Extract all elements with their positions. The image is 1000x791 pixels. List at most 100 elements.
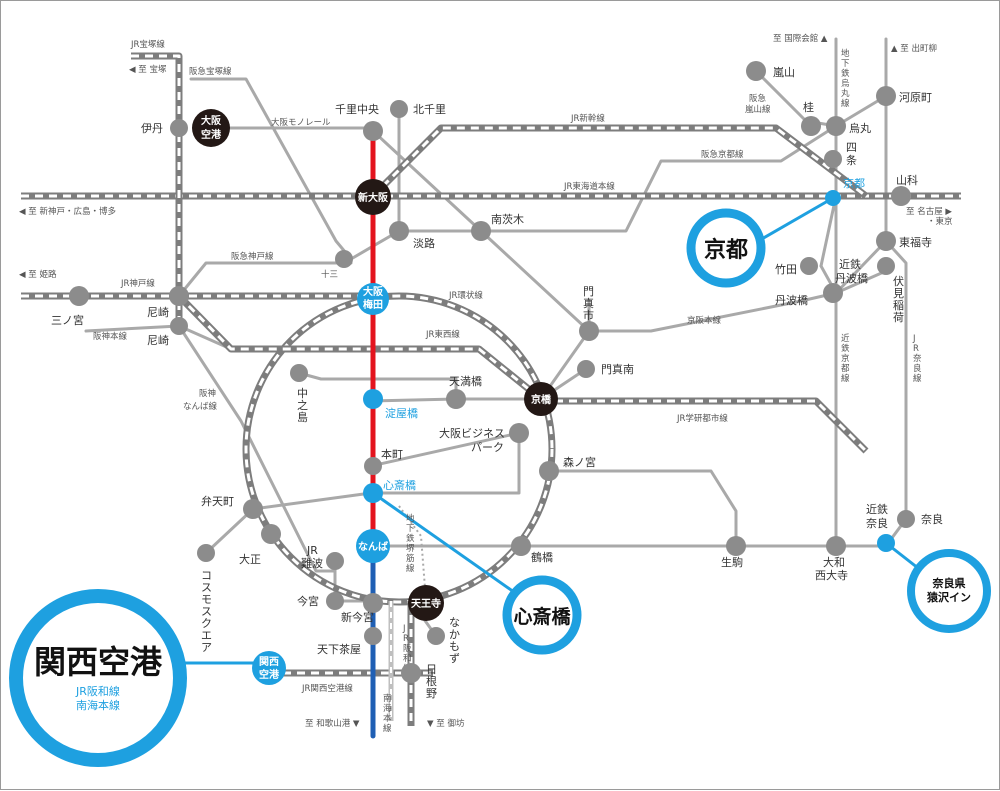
station-morinomiya[interactable] xyxy=(539,461,559,481)
label-jn-3: 奈 xyxy=(913,353,922,364)
station-takeda[interactable] xyxy=(800,257,818,275)
label-kyobashi: 京橋 xyxy=(531,393,552,406)
station-nakanoshima[interactable] xyxy=(290,364,308,382)
jr-tozai-dash xyxy=(177,294,542,401)
station-minami-ibaraki[interactable] xyxy=(471,221,491,241)
label-higashifukuji: 東福寺 xyxy=(899,235,932,249)
station-kadoma[interactable] xyxy=(579,321,599,341)
station-kyobashi[interactable] xyxy=(524,382,558,416)
station-ikoma[interactable] xyxy=(726,536,746,556)
label-kk-1: 近 xyxy=(841,333,850,344)
station-kita-senri[interactable] xyxy=(390,100,408,118)
station-cosmosquare[interactable] xyxy=(197,544,215,562)
hub-shinsaibashi-label: 心斎橋 xyxy=(513,605,571,628)
station-itami[interactable] xyxy=(170,119,188,137)
station-nakamozu[interactable] xyxy=(427,627,445,645)
station-kadoma-minami[interactable] xyxy=(577,360,595,378)
label-sk-4: 堺 xyxy=(406,543,415,554)
label-jr-kobe: JR神戸線 xyxy=(120,278,155,289)
label-honmachi: 本町 xyxy=(381,447,403,461)
station-osaka-airport[interactable] xyxy=(192,109,230,147)
label-morinomiya: 森ノ宮 xyxy=(563,455,596,469)
hankyu-takarazuka-line xyxy=(189,77,353,261)
label-shin-osaka: 新大阪 xyxy=(358,191,389,204)
station-senri-chuo[interactable] xyxy=(363,121,383,141)
station-awaji[interactable] xyxy=(389,221,409,241)
station-higashifukuji[interactable] xyxy=(876,231,896,251)
station-katsura[interactable] xyxy=(801,116,821,136)
station-taisho[interactable] xyxy=(261,524,281,544)
label-jn-5: 線 xyxy=(913,373,922,384)
label-arashiyama: 嵐山 xyxy=(773,66,795,79)
direction-himeji: ◀ 至 姫路 xyxy=(19,269,57,280)
station-yamashina[interactable] xyxy=(891,186,911,206)
label-fushimi-inari-vertical: 伏 見 稲 荷 xyxy=(893,274,904,324)
label-shin-imamiya: 新今宮 xyxy=(341,610,374,624)
label-karasuma-1: 地 xyxy=(841,48,850,59)
hub-shinsaibashi[interactable]: 心斎橋 xyxy=(502,575,582,655)
station-shijo[interactable] xyxy=(824,150,842,168)
station-tsuruhashi[interactable] xyxy=(511,536,531,556)
label-jr-tozai: JR東西線 xyxy=(425,329,460,340)
station-yodoyabashi[interactable] xyxy=(363,389,383,409)
hub-nara[interactable]: 奈良県 猿沢イン xyxy=(907,549,991,633)
label-kita-senri: 北千里 xyxy=(413,103,446,116)
label-obp-1: 大阪ビジネス xyxy=(439,426,505,440)
label-shinsaibashi: 心斎橋 xyxy=(383,478,416,492)
station-kyoto[interactable] xyxy=(825,190,841,206)
station-shin-osaka[interactable] xyxy=(355,179,391,215)
label-senri-chuo: 千里中央 xyxy=(335,103,379,116)
station-karasuma[interactable] xyxy=(826,116,846,136)
station-imamiya[interactable] xyxy=(326,592,344,610)
station-kansai-airport-small[interactable] xyxy=(252,651,286,685)
label-tsuruhashi: 鶴橋 xyxy=(531,550,553,564)
label-osaka-monorail: 大阪モノレール xyxy=(271,117,331,128)
label-jr-namba-1: JR xyxy=(306,544,318,557)
label-sk-1: 地 xyxy=(406,513,415,524)
station-arashiyama[interactable] xyxy=(746,61,766,81)
label-fi-1: 伏 xyxy=(893,274,904,288)
station-amagasaki-hanshin[interactable] xyxy=(170,317,188,335)
station-yamato-saidaiji[interactable] xyxy=(826,536,846,556)
station-shinsaibashi[interactable] xyxy=(363,483,383,503)
label-hanshin-namba-1: 阪神 xyxy=(199,388,216,399)
station-kintetsu-nara[interactable] xyxy=(877,534,895,552)
label-karasuma-4: 烏 xyxy=(841,78,850,89)
station-namba[interactable] xyxy=(356,529,390,563)
label-osaka-airport-1: 大阪 xyxy=(201,114,222,127)
jr-takarazuka-dash xyxy=(131,54,181,326)
station-tennoji[interactable] xyxy=(408,585,444,621)
hub-kansai[interactable]: 関西空港 JR阪和線 南海本線 xyxy=(9,589,187,767)
label-kintetsu-tambabashi-2: 丹波橋 xyxy=(835,271,868,285)
label-kadoma-3: 市 xyxy=(583,308,594,322)
station-shin-imamiya[interactable] xyxy=(363,593,383,613)
label-bentencho: 弁天町 xyxy=(201,494,234,508)
hub-shinsaibashi-ring xyxy=(502,575,582,655)
label-fi-2: 見 xyxy=(893,287,904,300)
station-jr-namba[interactable] xyxy=(326,552,344,570)
station-sannomiya[interactable] xyxy=(69,286,89,306)
station-amagasaki-jr[interactable] xyxy=(169,286,189,306)
station-kintetsu-tambabashi[interactable] xyxy=(877,257,895,275)
station-tengachaya[interactable] xyxy=(364,627,382,645)
station-bentencho[interactable] xyxy=(243,499,263,519)
hub-kyoto-ring xyxy=(686,208,766,288)
label-karasuma-2: 下 xyxy=(841,59,850,69)
station-obp[interactable] xyxy=(509,423,529,443)
station-umeda[interactable] xyxy=(357,283,389,315)
station-juso[interactable] xyxy=(335,250,353,268)
jr-loop-dash xyxy=(244,294,554,604)
label-sakaisuji-vertical: 地 下 鉄 堺 筋 線 xyxy=(406,513,415,574)
jr-lines xyxy=(21,52,961,726)
label-yamashina: 山科 xyxy=(896,173,918,187)
station-hine[interactable] xyxy=(401,663,421,683)
label-awaji: 淡路 xyxy=(413,237,435,250)
station-honmachi[interactable] xyxy=(364,457,382,475)
station-kawaramachi[interactable] xyxy=(876,86,896,106)
station-nara[interactable] xyxy=(897,510,915,528)
label-nk-1: 南 xyxy=(383,693,392,704)
hub-kyoto[interactable]: 京都 xyxy=(686,208,766,288)
station-tambabashi[interactable] xyxy=(823,283,843,303)
label-hankyu-takarazuka: 阪急宝塚線 xyxy=(189,66,232,77)
station-temmabashi[interactable] xyxy=(446,389,466,409)
